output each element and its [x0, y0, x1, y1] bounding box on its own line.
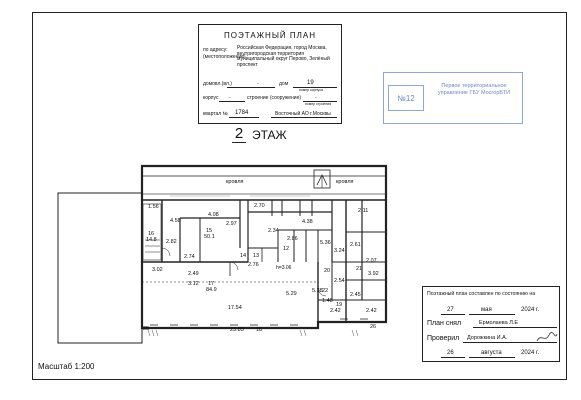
room-16-number: 16 — [148, 231, 154, 237]
signature-icon — [536, 332, 558, 342]
cert-month1: мая — [481, 307, 492, 313]
roof-label-2: кровля — [336, 179, 354, 185]
dim-4: 2.82 — [166, 239, 177, 245]
dim-21: 23.85 — [230, 327, 244, 333]
floor-number: 2 — [232, 125, 246, 143]
header-box: ПОЭТАЖНЫЙ ПЛАН по адресу: (местоположени… — [198, 24, 342, 124]
korpus-value: - — [229, 95, 231, 101]
address-label: по адресу: — [203, 47, 228, 53]
dim-19: 2.42 — [366, 308, 377, 314]
dim-22: 18 — [256, 327, 262, 333]
cert-day2: 26 — [447, 350, 454, 356]
room-mark-20: 20 — [324, 268, 330, 274]
house-sub: номер корпуса — [299, 88, 323, 92]
dim-18: 2.42 — [330, 308, 341, 314]
ceiling-height: h=3.06 — [276, 265, 292, 271]
dim-5: 2.74 — [184, 254, 195, 260]
document-sheet — [32, 12, 567, 380]
dim-13: 2.86 — [287, 236, 298, 242]
drawn-by-value: Ермолаева Л.Е — [479, 320, 519, 326]
dim-24: 3.92 — [368, 271, 379, 277]
dim-10: 2.97 — [226, 221, 237, 227]
kvartal-label: квартал № — [203, 111, 228, 117]
room-mark-12: 12 — [283, 246, 289, 252]
dim-8: 2.76 — [248, 262, 259, 268]
room-17-number: 17 — [208, 281, 214, 287]
location-label: (местоположение) — [203, 54, 246, 60]
room-mark-13: 13 — [253, 253, 259, 259]
room-15-number: 15 — [206, 228, 212, 234]
drawn-by-label: План снял — [427, 320, 462, 327]
page-title: ПОЭТАЖНЫЙ ПЛАН — [223, 31, 316, 40]
dim-29: 1.48 — [322, 298, 333, 304]
dim-27: 3.24 — [334, 248, 345, 254]
room-mark-26: 26 — [370, 324, 376, 330]
dim-28: 2.45 — [350, 292, 361, 298]
checked-by-label: Проверил — [427, 335, 460, 342]
dim-20: 17.54 — [228, 305, 242, 311]
district-value: Восточный АО г.Москвы — [275, 111, 331, 117]
house-num-label: дом — [279, 81, 289, 87]
korpus-label: корпус — [203, 95, 219, 101]
room-mark-14: 14 — [240, 253, 246, 259]
dim-3: 4.08 — [208, 212, 219, 218]
certification-box: Поэтажный план составлен по состоянию на… — [422, 286, 560, 362]
cert-line1: Поэтажный план составлен по состоянию на — [427, 291, 536, 297]
room-mark-21: 21 — [356, 266, 362, 272]
building-label: строение (сооружение) — [247, 95, 302, 101]
dim-30: 2.54 — [334, 278, 345, 284]
stamp-text: Первое территориальное управление ГБУ Мо… — [437, 83, 511, 96]
cert-year1: 2024 г. — [521, 307, 540, 313]
cert-month2: августа — [481, 350, 502, 356]
dim-14: 4.38 — [302, 219, 313, 225]
checked-by-value: Дорожкина И.А. — [467, 335, 508, 341]
dim-2: 4.58 — [170, 218, 181, 224]
dim-26: 2.61 — [350, 242, 361, 248]
dim-9: 3.12 — [188, 281, 199, 287]
dim-1: 1.56 — [148, 204, 159, 210]
dim-25: 2.07 — [366, 258, 377, 264]
kvartal-value: 1784 — [235, 110, 249, 116]
left-adjacent-block — [57, 192, 143, 344]
room-mark-22: 22 — [322, 288, 328, 294]
scale-label: Масштаб 1:200 — [38, 362, 95, 371]
dim-17: 5.38 — [312, 288, 323, 294]
dim-23: 2.11 — [358, 208, 368, 214]
stamp-number: №12 — [388, 85, 424, 111]
house-num-value: 19 — [307, 80, 314, 86]
building-value: - — [315, 95, 317, 101]
house-value: - — [257, 81, 259, 87]
dim-6: 3.02 — [152, 267, 163, 273]
cert-year2: 2024 г. — [521, 350, 540, 356]
building-sub: номер строения — [305, 102, 332, 106]
dim-15: 5.36 — [320, 240, 331, 246]
bti-stamp: №12 Первое территориальное управление ГБ… — [383, 72, 523, 124]
house-label: домовл.(вл.) — [203, 81, 232, 87]
room-mark-19: 19 — [336, 302, 342, 308]
room-mark-25: 25 — [143, 326, 149, 332]
room-16-area: 14.8 — [146, 237, 157, 243]
dim-12: 2.70 — [254, 203, 265, 209]
floor-label: ЭТАЖ — [252, 128, 287, 142]
dim-11: 2.34 — [268, 228, 279, 234]
address-value: Российская Федерация, город Москва, внут… — [237, 45, 330, 68]
dim-16: 5.29 — [286, 291, 297, 297]
room-15-area: 50.1 — [204, 234, 215, 240]
cert-day1: 27 — [447, 307, 454, 313]
room-17-area: 84.9 — [206, 287, 217, 293]
roof-label-1: кровля — [226, 179, 244, 185]
dim-7: 2.49 — [188, 271, 199, 277]
